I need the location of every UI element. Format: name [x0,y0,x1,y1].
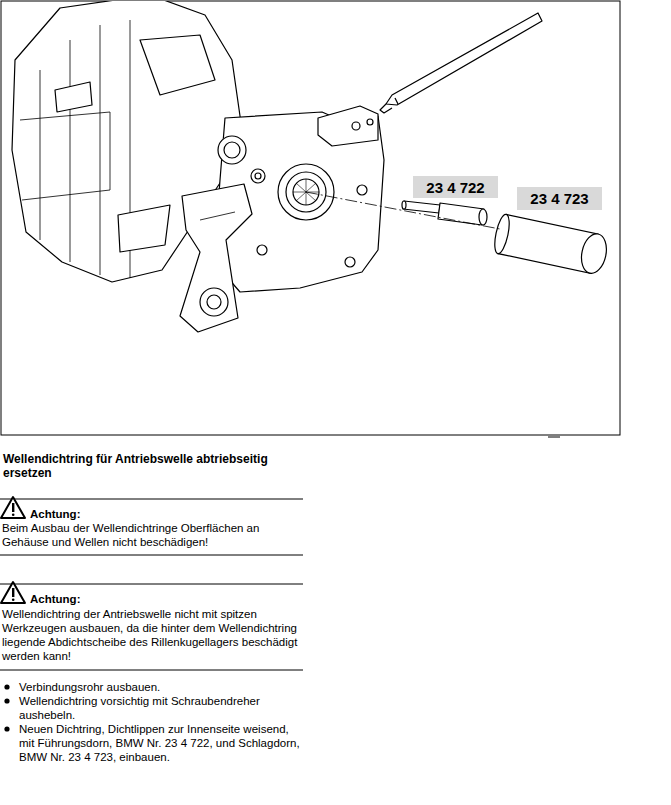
tool-number: 23 4 723 [530,190,588,207]
rule [0,584,303,585]
rule [0,670,303,671]
bullet [4,726,9,731]
step-text: Neuen Dichtring, Dichtlippen zur Innense… [19,722,305,764]
rule [0,555,303,556]
gearbox-drawing [12,1,610,332]
rule [0,499,303,500]
section-title: Wellendichtring für Antriebswelle abtrie… [3,452,303,480]
warning-icon [1,582,25,603]
step-text: Wellendichtring vorsichtig mit Schrauben… [19,694,305,722]
tool-number-box: 23 4 722 [413,176,498,198]
warning-text: Beim Ausbau der Wellendichtringe Oberflä… [2,521,304,549]
warning-icon [1,497,25,518]
bullet [4,698,9,703]
frame-mark [548,437,560,438]
bullet [4,684,9,689]
step-text: Verbindungsrohr ausbauen. [19,680,305,694]
warning-text: Wellendichtring der Antriebswelle nicht … [2,607,304,663]
warning-heading: Achtung: [30,507,150,521]
tool-number: 23 4 722 [426,179,484,196]
tool-number-box: 23 4 723 [517,187,602,210]
warning-heading: Achtung: [30,592,150,606]
